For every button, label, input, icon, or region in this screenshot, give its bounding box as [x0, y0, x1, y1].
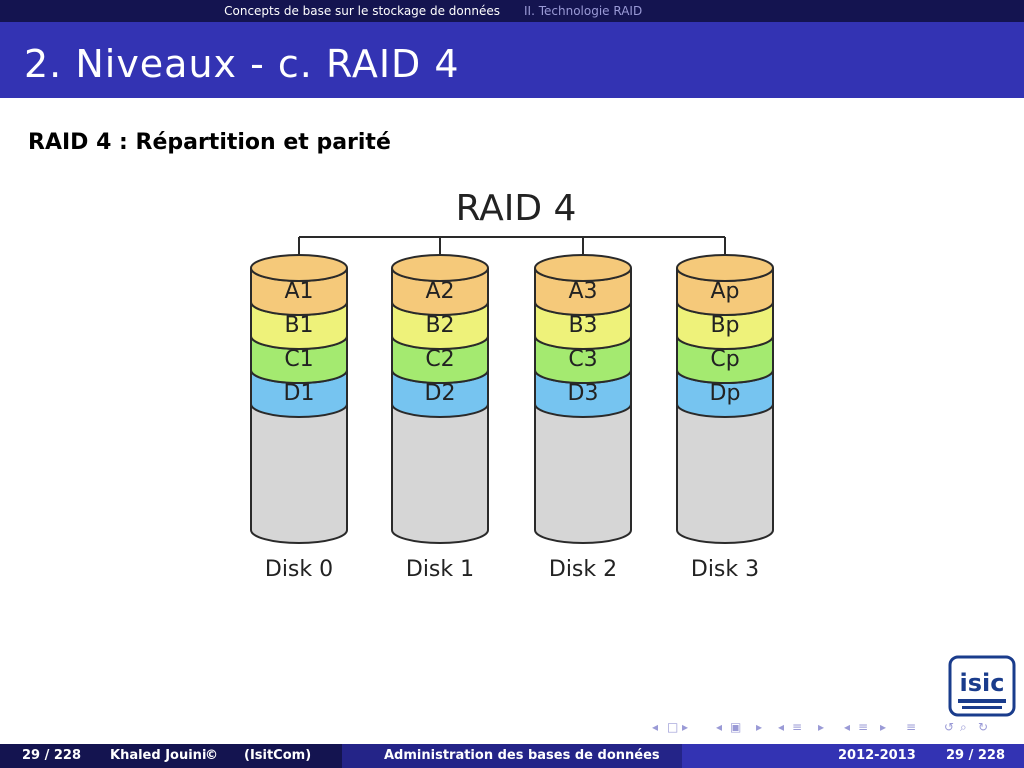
block-label: A2	[425, 279, 454, 304]
footer-course: Administration des bases de données	[384, 748, 660, 763]
top-navigation-bar: Concepts de base sur le stockage de donn…	[0, 0, 1024, 22]
section-link-next[interactable]: II. Technologie RAID	[524, 4, 643, 18]
block-label: B3	[568, 313, 597, 338]
nav-frame-next-icon[interactable]: ▸	[682, 720, 689, 734]
nav-section-icon[interactable]: ≡	[858, 720, 869, 734]
footer-author: Khaled Jouini	[110, 748, 207, 763]
diagram-connectors	[298, 236, 726, 268]
disk-top-cap	[676, 254, 774, 282]
disk-empty-space	[391, 403, 489, 544]
block-label: D2	[425, 381, 456, 406]
svg-text:isic: isic	[960, 669, 1005, 697]
title-bar: 2. Niveaux - c. RAID 4	[0, 22, 1024, 98]
block-label: Bp	[710, 313, 739, 338]
block-label: Ap	[710, 279, 739, 304]
nav-back-icon[interactable]: ↺	[944, 720, 955, 734]
disk-empty-space	[676, 403, 774, 544]
disk-empty-space	[250, 403, 348, 544]
block-label: C2	[425, 347, 454, 372]
block-label: B2	[425, 313, 454, 338]
block-label: D1	[284, 381, 315, 406]
nav-subsection-prev-icon[interactable]: ◂	[778, 720, 785, 734]
disk-label: Disk 1	[406, 557, 474, 582]
nav-frame-icon[interactable]: □	[667, 720, 679, 734]
footer-course-segment: Administration des bases de données	[342, 744, 682, 768]
block-label: B1	[284, 313, 313, 338]
nav-slide-prev-icon[interactable]: ◂	[716, 720, 723, 734]
disk-top-cap	[250, 254, 348, 282]
block-label: C3	[568, 347, 597, 372]
disk-top-cap	[391, 254, 489, 282]
block-label: C1	[284, 347, 313, 372]
footer-bar: 29 / 228 Khaled Jouini © (IsitCom) Admin…	[0, 744, 1024, 768]
footer-author-segment: 29 / 228 Khaled Jouini © (IsitCom)	[0, 744, 342, 768]
block-label: A1	[284, 279, 313, 304]
slide-title: 2. Niveaux - c. RAID 4	[24, 42, 460, 86]
section-link-current[interactable]: Concepts de base sur le stockage de donn…	[224, 4, 500, 18]
nav-search-icon[interactable]: ⌕	[960, 720, 967, 734]
disk-top-cap	[534, 254, 632, 282]
disk-label: Disk 0	[265, 557, 333, 582]
block-label: D3	[568, 381, 599, 406]
block-label: Cp	[710, 347, 739, 372]
disk-label: Disk 3	[691, 557, 759, 582]
block-label: A3	[568, 279, 597, 304]
slide-subtitle: RAID 4 : Répartition et parité	[28, 130, 391, 155]
disk-empty-space	[534, 403, 632, 544]
nav-frame-prev-icon[interactable]: ◂	[652, 720, 659, 734]
block-label: Dp	[710, 381, 741, 406]
disk-label: Disk 2	[549, 557, 617, 582]
nav-forward-icon[interactable]: ↻	[978, 720, 989, 734]
nav-subsection-next-icon[interactable]: ▸	[818, 720, 825, 734]
footer-year: 2012-2013	[838, 748, 916, 763]
nav-section-next-icon[interactable]: ▸	[880, 720, 887, 734]
footer-page-right: 29 / 228	[946, 748, 1006, 763]
nav-slide-next-icon[interactable]: ▸	[756, 720, 763, 734]
isitcom-logo: isic	[948, 655, 1016, 717]
diagram-title: RAID 4	[456, 188, 577, 229]
footer-page-left: 29 / 228	[22, 748, 82, 763]
copyright-icon: ©	[205, 748, 218, 763]
nav-slide-icon[interactable]: ▣	[730, 720, 742, 734]
nav-subsection-icon[interactable]: ≡	[792, 720, 803, 734]
footer-date-segment: 2012-2013 29 / 228	[682, 744, 1024, 768]
nav-section-prev-icon[interactable]: ◂	[844, 720, 851, 734]
footer-affiliation: (IsitCom)	[244, 748, 312, 763]
nav-align-icon[interactable]: ≡	[906, 720, 917, 734]
